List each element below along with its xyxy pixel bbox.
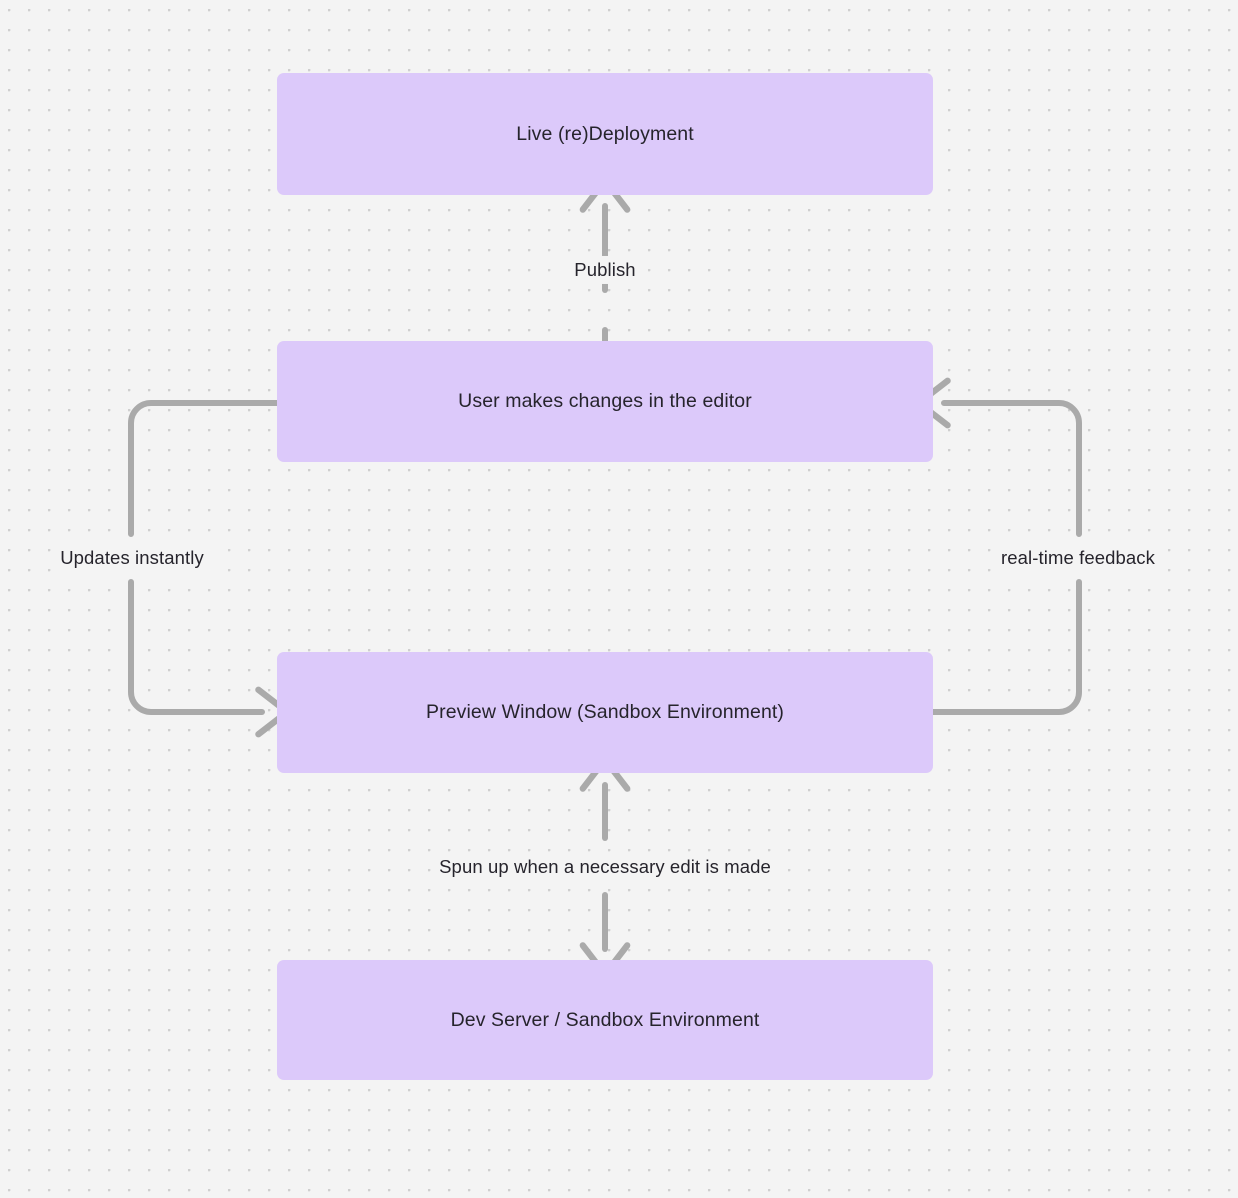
node-live-deployment-label: Live (re)Deployment [516,122,694,145]
node-dev-server-label: Dev Server / Sandbox Environment [450,1008,760,1031]
node-user-makes-changes[interactable]: User makes changes in the editor [277,341,933,462]
node-user-makes-changes-label: User makes changes in the editor [458,390,752,413]
node-live-deployment[interactable]: Live (re)Deployment [277,73,933,195]
edge-label-spun-up: Spun up when a necessary edit is made [432,852,778,882]
node-dev-server[interactable]: Dev Server / Sandbox Environment [277,960,933,1080]
edge-label-real-time-feedback: real-time feedback [994,543,1162,573]
edge-label-publish: Publish [567,255,643,285]
node-preview-window[interactable]: Preview Window (Sandbox Environment) [277,652,933,773]
edge-label-updates-instantly: Updates instantly [53,543,211,573]
node-preview-window-label: Preview Window (Sandbox Environment) [426,701,784,724]
